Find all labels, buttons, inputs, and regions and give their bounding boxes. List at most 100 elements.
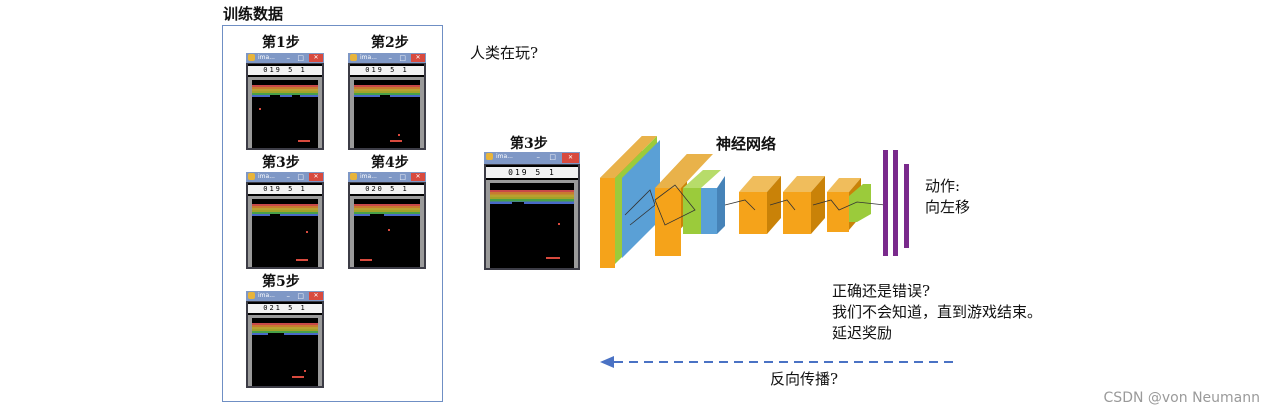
maximize-icon[interactable]: □ [399, 173, 406, 181]
minimize-icon[interactable]: – [286, 173, 291, 181]
app-icon [248, 54, 255, 61]
backprop-arrow [600, 356, 954, 368]
frame-label-1: 第1步 [262, 35, 300, 51]
game-screen: 019 5 1 [248, 64, 322, 148]
minimize-icon[interactable]: – [388, 173, 393, 181]
top-wall [486, 180, 578, 183]
app-icon [350, 173, 357, 180]
ball [304, 370, 306, 372]
game-window-step-2: ima... – □ ✕ 019 5 1 [348, 53, 426, 150]
brick-gap [270, 95, 280, 97]
maximize-icon[interactable]: □ [297, 292, 304, 300]
brick-rows [252, 204, 318, 216]
right-wall [574, 180, 578, 268]
left-wall [350, 196, 354, 267]
close-icon[interactable]: ✕ [411, 173, 425, 181]
score-readout: 019 5 1 [486, 167, 578, 178]
training-data-title: 训练数据 [223, 5, 284, 23]
close-icon[interactable]: ✕ [309, 292, 323, 300]
frame-label-3: 第3步 [262, 155, 300, 171]
score-readout: 021 5 1 [248, 304, 322, 313]
projection-lines [624, 189, 656, 226]
fully-connected-layer-2 [893, 150, 898, 256]
paddle [292, 376, 304, 378]
maximize-icon[interactable]: □ [297, 173, 304, 181]
training-data-box [222, 25, 443, 402]
paddle [546, 257, 560, 259]
game-screen: 019 5 1 [486, 165, 578, 268]
game-window-step-4: ima... – □ ✕ 020 5 1 [348, 172, 426, 269]
minimize-icon[interactable]: – [286, 292, 291, 300]
neural-network-label: 神经网络 [716, 135, 777, 153]
brick-rows [252, 85, 318, 97]
window-titlebar: ima... – □ ✕ [348, 172, 426, 182]
delayed-reward-label: 延迟奖励 [832, 324, 893, 342]
frame-label-4: 第4步 [371, 155, 409, 171]
output-layer [904, 164, 909, 248]
projection-lines [769, 199, 796, 211]
brick-gap [268, 333, 284, 335]
maximize-icon[interactable]: □ [297, 54, 304, 62]
paddle [360, 259, 372, 261]
conv-layer-2-green-top [683, 170, 721, 188]
fully-connected-layer-1 [883, 150, 888, 256]
projection-lines [724, 199, 756, 211]
top-wall [350, 196, 424, 199]
conv-layer-5-front [827, 192, 849, 232]
app-icon [248, 173, 255, 180]
window-titlebar: ima... – □ ✕ [246, 291, 324, 301]
window-title: ima... [258, 54, 275, 61]
window-title: ima... [360, 173, 377, 180]
conv-layer-3-side [767, 176, 781, 234]
left-wall [248, 77, 252, 148]
minimize-icon[interactable]: – [388, 54, 393, 62]
frame-label-5: 第5步 [262, 274, 300, 290]
game-screen: 019 5 1 [248, 183, 322, 267]
conv-layer-5-top [827, 178, 861, 192]
close-icon[interactable]: ✕ [562, 153, 579, 163]
ball [388, 229, 390, 231]
action-label: 动作: [925, 177, 961, 195]
action-value: 向左移 [925, 198, 971, 216]
frame-label-2: 第2步 [371, 35, 409, 51]
left-wall [248, 315, 252, 386]
game-screen: 020 5 1 [350, 183, 424, 267]
conv-layer-2-front [655, 188, 681, 256]
close-icon[interactable]: ✕ [309, 54, 323, 62]
brick-gap [380, 95, 390, 97]
close-icon[interactable]: ✕ [411, 54, 425, 62]
right-wall [420, 77, 424, 148]
ball [398, 134, 400, 136]
window-title: ima... [496, 153, 513, 160]
top-wall [248, 196, 322, 199]
game-screen: 021 5 1 [248, 302, 322, 386]
ball [259, 108, 261, 110]
right-wall [420, 196, 424, 267]
game-screen: 019 5 1 [350, 64, 424, 148]
maximize-icon[interactable]: □ [549, 153, 556, 161]
minimize-icon[interactable]: – [286, 54, 291, 62]
minimize-icon[interactable]: – [536, 153, 541, 161]
conv-layer-2-blue [701, 188, 717, 234]
arrow-head-left-icon [600, 356, 614, 368]
projection-lines [812, 199, 886, 211]
ball [306, 231, 308, 233]
brick-rows [252, 323, 318, 335]
window-title: ima... [258, 173, 275, 180]
conv-layer-4-front [783, 192, 811, 234]
neural-network-diagram [600, 136, 909, 268]
window-titlebar: ima... – □ ✕ [246, 172, 324, 182]
conv-layer-2-green [683, 188, 701, 234]
brick-gap [370, 214, 384, 216]
score-readout: 019 5 1 [248, 66, 322, 75]
input-game-window: ima... – □ ✕ 019 5 1 [484, 152, 580, 270]
brick-rows [354, 204, 420, 216]
paddle [390, 140, 402, 142]
close-icon[interactable]: ✕ [309, 173, 323, 181]
conv-layer-2-blue-side [717, 176, 725, 234]
app-icon [248, 292, 255, 299]
reward-question: 正确还是错误? [832, 282, 931, 300]
maximize-icon[interactable]: □ [399, 54, 406, 62]
conv-layer-2-top [655, 154, 713, 188]
input-frame-label: 第3步 [510, 136, 548, 152]
